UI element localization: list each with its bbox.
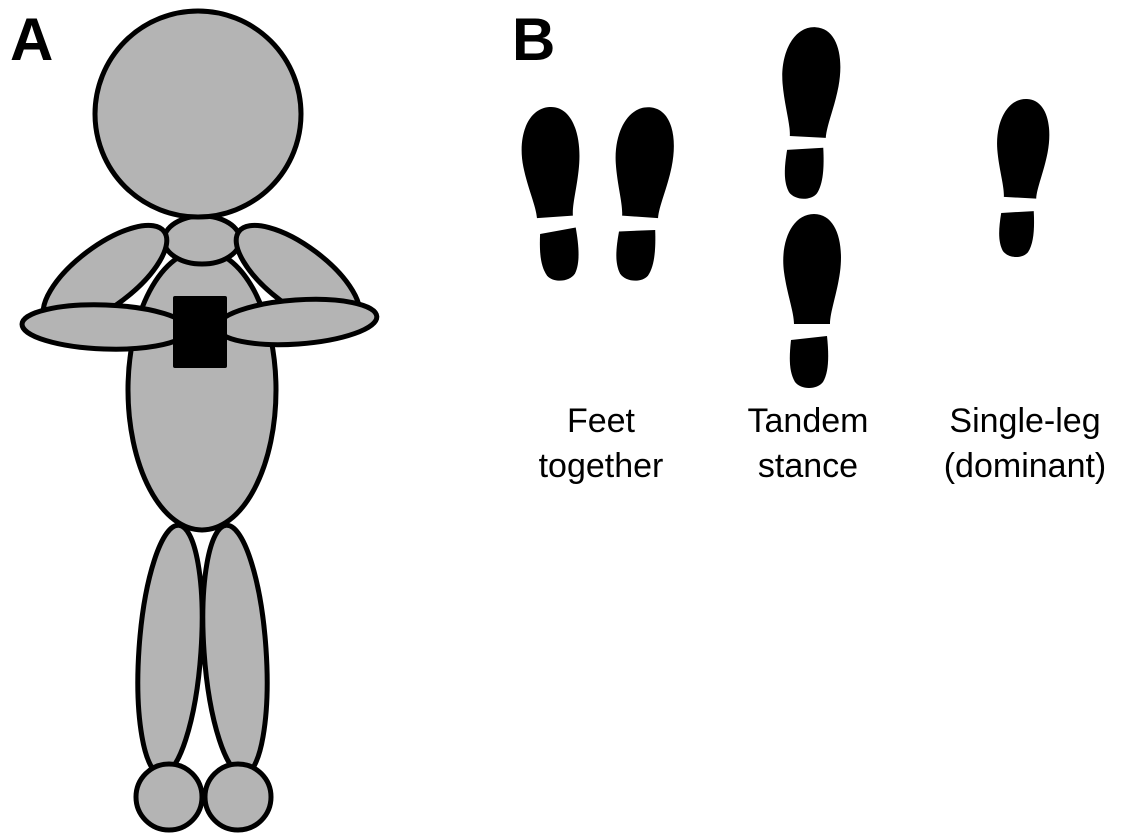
tandem-stance-footprints: [776, 26, 843, 388]
feet-together-footprints: [519, 105, 677, 283]
footprint-single: [991, 98, 1051, 259]
right-leg: [195, 523, 274, 777]
stance-label-feet-together-line2: together: [539, 447, 664, 485]
standing-person: [21, 11, 378, 830]
torso: [128, 250, 276, 530]
footprint-left: [519, 105, 589, 283]
panel-a-label: A: [10, 6, 53, 73]
right-foot: [205, 764, 271, 830]
left-leg: [130, 523, 209, 777]
stance-label-single-leg-line1: Single-leg: [949, 402, 1100, 440]
footprint-right: [607, 105, 677, 283]
neck: [164, 216, 240, 264]
left-foot: [136, 764, 202, 830]
footprint-front: [776, 26, 843, 201]
stance-label-tandem-line1: Tandem: [748, 402, 869, 440]
panel-b-label: B: [512, 6, 555, 73]
stance-label-single-leg-line2: (dominant): [944, 447, 1107, 485]
single-leg-footprint: [991, 98, 1051, 259]
smartphone-device: [173, 296, 227, 368]
head: [95, 11, 301, 217]
stance-label-tandem-line2: stance: [758, 447, 858, 485]
footprint-back: [783, 214, 841, 388]
stance-label-feet-together-line1: Feet: [567, 402, 636, 440]
